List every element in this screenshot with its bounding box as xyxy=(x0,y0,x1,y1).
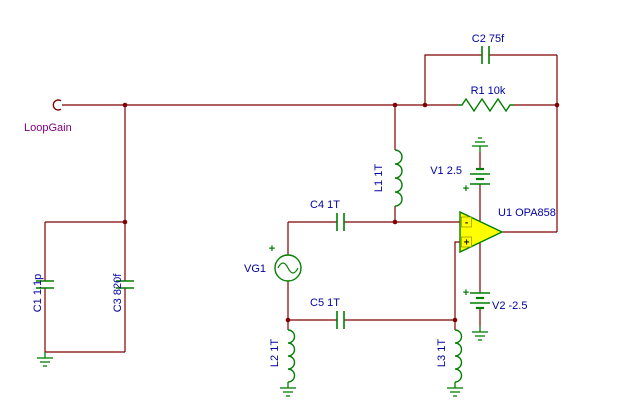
l1-label[interactable]: L1 1T xyxy=(373,164,385,192)
v2-polarity: + xyxy=(463,287,469,299)
inductor-coil-icon xyxy=(394,149,403,207)
junction-dot xyxy=(422,102,428,108)
c1-label[interactable]: C1 1.1p xyxy=(32,274,44,313)
v1-label[interactable]: V1 2.5 xyxy=(430,165,462,177)
c4-label[interactable]: C4 1T xyxy=(310,199,340,211)
wire-noninverting-input[interactable] xyxy=(454,241,460,320)
wire-c2-left[interactable] xyxy=(424,54,482,105)
ground-icon[interactable] xyxy=(280,382,296,397)
r1-label[interactable]: R1 10k xyxy=(471,85,506,97)
junction-dot xyxy=(285,317,291,323)
capacitor-c3[interactable] xyxy=(116,280,134,289)
vg1-label[interactable]: VG1 xyxy=(244,263,266,275)
inductor-coil-icon xyxy=(454,329,463,383)
battery-v2[interactable]: + xyxy=(463,287,490,310)
ground-icon[interactable] xyxy=(37,352,53,367)
capacitor-c1[interactable] xyxy=(36,280,54,289)
capacitor-c2[interactable] xyxy=(481,46,490,64)
ground-icon[interactable] xyxy=(472,326,488,341)
inductor-l1[interactable] xyxy=(394,149,403,207)
port-label[interactable]: LoopGain xyxy=(24,122,72,134)
resistor-zigzag-icon xyxy=(458,97,514,113)
sine-wave-icon xyxy=(277,262,299,274)
inductor-coil-icon xyxy=(287,329,296,383)
battery-v1[interactable]: + xyxy=(463,167,490,195)
c3-label[interactable]: C3 820f xyxy=(112,273,124,312)
resistor-r1[interactable] xyxy=(458,97,514,113)
vg1-polarity: + xyxy=(269,243,275,255)
v2-label[interactable]: V2 -2.5 xyxy=(492,300,527,312)
c2-label[interactable]: C2 75f xyxy=(472,33,505,45)
inductor-l3[interactable] xyxy=(454,329,463,383)
junction-dot xyxy=(122,219,128,225)
open-terminal-icon xyxy=(52,99,62,111)
junction-dot xyxy=(122,102,128,108)
junction-dot xyxy=(392,219,398,225)
inverting-pin-box xyxy=(461,216,472,228)
c5-label[interactable]: C5 1T xyxy=(310,297,340,309)
inductor-l2[interactable] xyxy=(287,329,296,383)
inverting-pin-mark: - xyxy=(465,218,468,229)
port-loopgain[interactable] xyxy=(52,99,62,111)
junction-dot xyxy=(554,102,560,108)
junction-dot xyxy=(452,317,458,323)
noninverting-pin-box xyxy=(461,236,472,248)
junction-dot xyxy=(392,102,398,108)
noninverting-pin-mark: + xyxy=(464,238,470,249)
opamp-u1[interactable]: - + xyxy=(459,210,504,254)
l3-label[interactable]: L3 1T xyxy=(436,339,448,367)
v1-polarity: + xyxy=(463,183,469,195)
capacitor-c4[interactable] xyxy=(336,213,345,231)
source-vg1[interactable]: + xyxy=(269,243,302,282)
capacitor-c5[interactable] xyxy=(336,311,345,329)
ground-icon[interactable] xyxy=(447,382,463,397)
u1-label[interactable]: U1 OPA858 xyxy=(498,207,556,219)
ground-icon[interactable] xyxy=(472,137,488,152)
l2-label[interactable]: L2 1T xyxy=(269,339,281,367)
